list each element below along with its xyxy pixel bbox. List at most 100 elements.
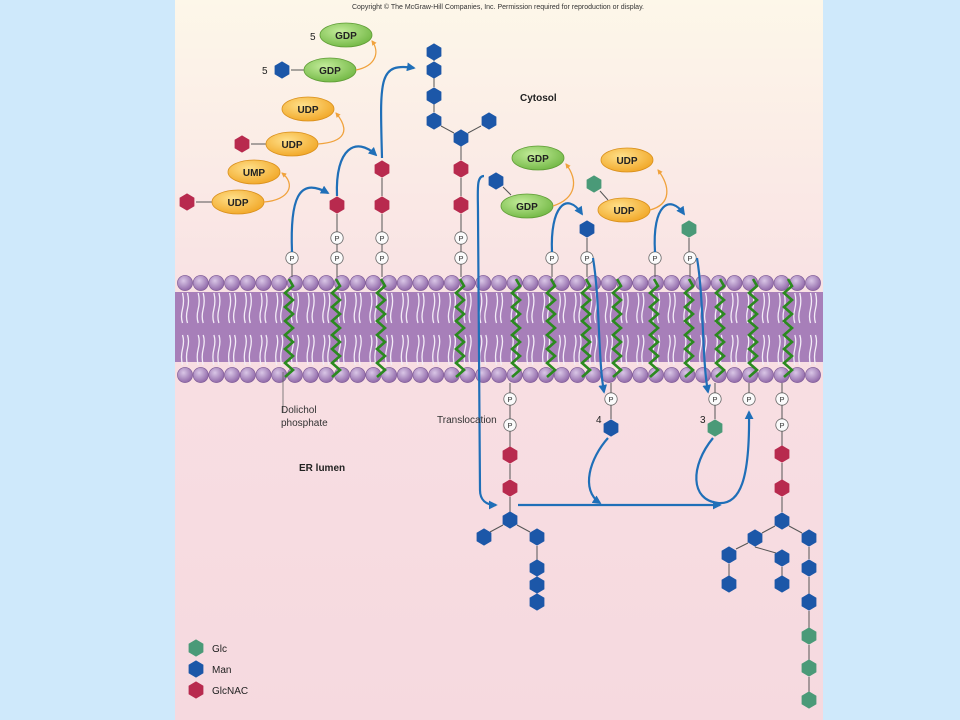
lipid-tail	[306, 334, 310, 366]
lipid-tail	[248, 292, 252, 324]
glc-residue	[801, 627, 817, 645]
lipid-tail	[793, 292, 797, 324]
lipid-head	[208, 275, 225, 291]
phosphate-group: P	[648, 251, 662, 265]
dolichol-chain	[648, 278, 660, 378]
phosphate-symbol: P	[379, 234, 384, 243]
phosphate-group: P	[330, 251, 344, 265]
lipid-tail	[196, 334, 200, 366]
udp-label: UDP	[281, 140, 302, 151]
lipid-tail	[625, 334, 629, 366]
lipid-head	[271, 367, 288, 383]
phosphate-symbol: P	[334, 254, 339, 263]
gdp-carrier-top: GDP	[319, 22, 373, 48]
bond	[489, 524, 504, 533]
lipid-tail	[494, 334, 499, 366]
lipid-tail	[656, 334, 661, 366]
phosphate-group: P	[330, 231, 344, 245]
glcnac-residue	[329, 196, 345, 214]
glc-residue	[586, 175, 602, 193]
man-residue	[502, 511, 518, 529]
lipid-tail	[248, 334, 252, 366]
lipid-head	[349, 367, 366, 383]
phosphate-group: P	[775, 392, 789, 406]
lipid-head	[428, 367, 445, 383]
lipid-tail	[656, 292, 661, 324]
man-residue	[721, 575, 737, 593]
phosphate-symbol: P	[779, 395, 784, 404]
lipid-tail	[573, 334, 577, 366]
lipid-tail	[369, 292, 373, 324]
lipid-tail	[714, 292, 718, 324]
lipid-tail	[342, 292, 347, 324]
ump-carrier: UMP	[227, 159, 281, 185]
gdp-count-top: 5	[310, 32, 316, 43]
dolichol-label-line1: Dolichol	[281, 405, 317, 416]
lipid-tail	[604, 334, 609, 366]
lipid-tail	[201, 292, 205, 324]
lipid-tail	[232, 292, 237, 324]
lipid-tail	[400, 292, 404, 324]
lipid-tail	[264, 334, 268, 366]
lumen-man-count: 4	[596, 415, 602, 426]
man-residue	[801, 559, 817, 577]
lipid-head	[475, 367, 492, 383]
lipid-head	[726, 367, 743, 383]
lipid-head	[522, 367, 539, 383]
man-residue	[721, 546, 737, 564]
phosphate-group: P	[545, 251, 559, 265]
lipid-tail	[562, 292, 566, 324]
gdp-label: GDP	[516, 202, 538, 213]
man-residue	[774, 575, 790, 593]
lipid-tail	[421, 334, 425, 366]
arrow-step-glc	[653, 203, 686, 253]
lipid-tail	[557, 334, 561, 366]
glcnac-residue	[234, 135, 250, 153]
phosphate-group: P	[454, 231, 468, 245]
lipid-head	[522, 275, 539, 291]
lipid-tail	[353, 292, 357, 324]
lipid-head	[491, 275, 507, 291]
lipid-tail	[275, 334, 279, 366]
lipid-tail	[808, 334, 813, 366]
lipid-head	[632, 367, 649, 383]
bond	[599, 190, 609, 201]
lipid-tail	[479, 292, 483, 324]
lipid-tail	[494, 292, 499, 324]
lipid-tail	[578, 292, 582, 324]
lipid-tail	[280, 334, 284, 366]
lipid-tail	[405, 292, 409, 324]
bond	[735, 542, 749, 550]
arrow-man-transfer	[587, 437, 609, 504]
man-residue	[529, 593, 545, 611]
lipid-tail	[526, 292, 530, 324]
lipid-tail	[290, 292, 295, 324]
lipid-head	[412, 367, 429, 383]
man-residue	[426, 61, 442, 79]
copyright-notice: Copyright © The McGraw-Hill Companies, I…	[352, 3, 644, 11]
lipid-tail	[604, 292, 609, 324]
man-residue	[529, 559, 545, 577]
gdp-man-count: 5	[262, 66, 268, 77]
lumen-glc-count: 3	[700, 415, 706, 426]
lipid-tail	[777, 292, 781, 324]
phosphate-symbol: P	[746, 395, 751, 404]
glcnac-residue	[374, 196, 390, 214]
dolichol-chain	[782, 278, 794, 378]
dolichol-label-line2: phosphate	[281, 418, 328, 429]
reaction-arrows	[263, 40, 754, 510]
phosphate-symbol: P	[779, 421, 784, 430]
man-residue	[774, 512, 790, 530]
man-residue	[529, 576, 545, 594]
man-residue	[801, 593, 817, 611]
bond	[516, 524, 531, 533]
lipid-head	[255, 275, 272, 291]
lipid-tail	[389, 292, 394, 324]
dolichol-chain	[330, 278, 342, 378]
gdp-carrier-released: GDP	[511, 145, 565, 171]
arrow-step-1	[290, 185, 330, 253]
lipid-tail	[766, 292, 771, 324]
dolichol-chain	[454, 278, 466, 378]
